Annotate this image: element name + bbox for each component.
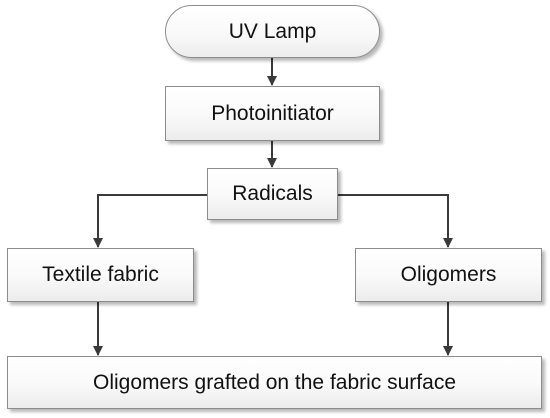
arrow-radicals-to-textile-fabric bbox=[93, 194, 207, 248]
node-photoinitiator-label: Photoinitiator bbox=[211, 101, 334, 125]
node-oligomers: Oligomers bbox=[355, 248, 542, 302]
node-photoinitiator: Photoinitiator bbox=[165, 86, 380, 141]
node-textile-fabric-label: Textile fabric bbox=[42, 263, 159, 286]
arrow-radicals-to-oligomers bbox=[338, 194, 453, 248]
node-textile-fabric: Textile fabric bbox=[7, 248, 194, 302]
node-oligomers-grafted: Oligomers grafted on the fabric surface bbox=[7, 356, 542, 409]
node-oligomers-grafted-label: Oligomers grafted on the fabric surface bbox=[92, 370, 456, 394]
node-uv-lamp: UV Lamp bbox=[165, 5, 380, 58]
node-uv-lamp-label: UV Lamp bbox=[228, 19, 317, 43]
node-oligomers-label: Oligomers bbox=[400, 263, 497, 286]
node-radicals-label: Radicals bbox=[232, 182, 313, 205]
node-radicals: Radicals bbox=[207, 168, 338, 220]
